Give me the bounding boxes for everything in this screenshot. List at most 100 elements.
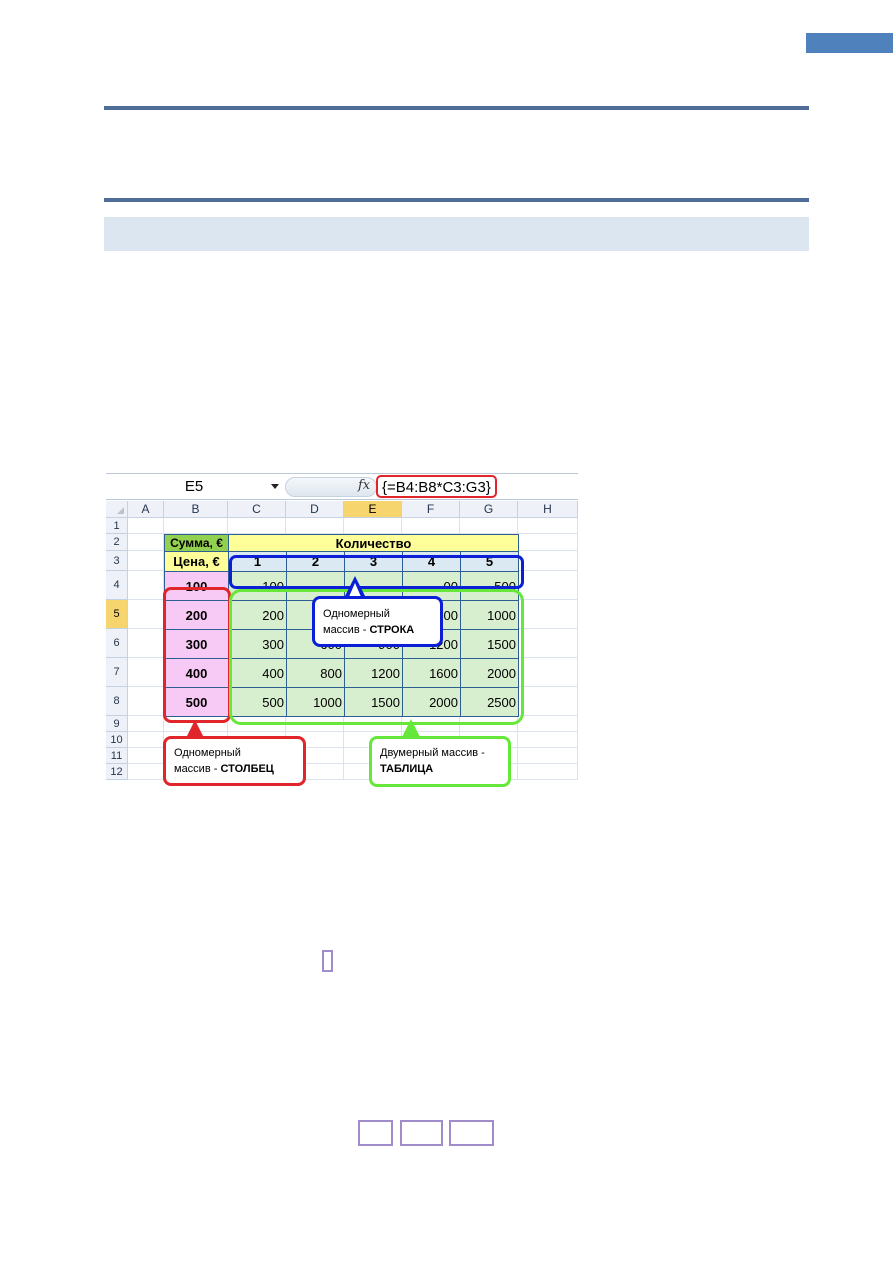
placeholder-box-1 — [358, 1120, 393, 1146]
row-callout-pointer-fill — [348, 583, 362, 599]
grid-cell[interactable] — [128, 732, 164, 748]
grid-cell[interactable] — [344, 518, 402, 534]
grid-cell[interactable] — [128, 551, 164, 571]
grid-cell[interactable] — [128, 716, 164, 732]
grid-cell[interactable] — [128, 764, 164, 780]
column-header-d[interactable]: D — [286, 501, 344, 518]
grid-cell[interactable] — [128, 748, 164, 764]
name-box[interactable]: E5 — [184, 478, 204, 495]
row-array-callout: Одномерный массив - СТРОКА — [312, 596, 443, 647]
grid-cell[interactable] — [286, 764, 344, 780]
column-header-g[interactable]: G — [460, 501, 518, 518]
row-header-8[interactable]: 8 — [106, 687, 128, 716]
row-header-6[interactable]: 6 — [106, 629, 128, 658]
grid-cell[interactable] — [518, 600, 578, 629]
result-cell[interactable]: 1500 — [344, 687, 403, 717]
grid-cell[interactable] — [128, 571, 164, 600]
bottom-rule — [104, 198, 809, 202]
column-header-a[interactable]: A — [128, 501, 164, 518]
grid-cell[interactable] — [402, 518, 460, 534]
row-header-3[interactable]: 3 — [106, 551, 128, 571]
formula-input[interactable]: {=B4:B8*C3:G3} — [376, 475, 497, 498]
table-callout-line1: Двумерный массив - — [380, 747, 485, 759]
price-cell[interactable]: 400 — [164, 658, 229, 688]
result-cell[interactable]: 400 — [228, 658, 287, 688]
grid-cell[interactable] — [518, 629, 578, 658]
result-cell[interactable]: 1200 — [344, 658, 403, 688]
row-header-9[interactable]: 9 — [106, 716, 128, 732]
result-cell[interactable]: 1500 — [460, 629, 519, 659]
grid-cell[interactable] — [128, 600, 164, 629]
result-cell[interactable]: 500 — [228, 687, 287, 717]
row-header-12[interactable]: 12 — [106, 764, 128, 780]
row-callout-line1: Одномерный — [323, 608, 390, 620]
table-callout-line2: ТАБЛИЦА — [380, 763, 434, 775]
grid-cell[interactable] — [518, 748, 578, 764]
result-cell[interactable]: 2500 — [460, 687, 519, 717]
grid-cell[interactable] — [518, 732, 578, 748]
grid-cell[interactable] — [518, 658, 578, 687]
row-callout-line2: массив - СТРОКА — [323, 624, 415, 636]
row-header-2[interactable]: 2 — [106, 534, 128, 551]
column-header-h[interactable]: H — [518, 501, 578, 518]
row-header-10[interactable]: 10 — [106, 732, 128, 748]
insert-function-icon[interactable]: fx — [358, 478, 371, 493]
table-callout-pointer — [402, 719, 420, 737]
column-array-callout: Одномерный массив - СТОЛБЕЦ — [163, 736, 306, 786]
row-header-11[interactable]: 11 — [106, 748, 128, 764]
table-array-highlight — [229, 589, 524, 725]
grid-cell[interactable] — [286, 518, 344, 534]
column-header-f[interactable]: F — [402, 501, 460, 518]
grid-cell[interactable] — [286, 732, 344, 748]
column-callout-pointer — [186, 720, 204, 738]
result-cell[interactable]: 300 — [228, 629, 287, 659]
placeholder-box-3 — [449, 1120, 494, 1146]
grid-cell[interactable] — [518, 571, 578, 600]
result-cell[interactable]: 1000 — [286, 687, 345, 717]
column-array-highlight — [163, 587, 231, 723]
grid-cell[interactable] — [164, 518, 228, 534]
column-header-b[interactable]: B — [164, 501, 228, 518]
grid-cell[interactable] — [128, 687, 164, 716]
top-rule — [104, 106, 809, 110]
grid-cell[interactable] — [518, 534, 578, 551]
grid-cell[interactable] — [128, 534, 164, 551]
column-callout-line2: массив - СТОЛБЕЦ — [174, 763, 274, 775]
name-box-dropdown-icon[interactable] — [271, 484, 279, 489]
row-array-highlight — [229, 555, 524, 589]
select-all-corner[interactable] — [106, 501, 128, 518]
grid-cell[interactable] — [286, 748, 344, 764]
price-cell[interactable]: 200 — [164, 600, 229, 630]
placeholder-box-2 — [400, 1120, 443, 1146]
grid-cell[interactable] — [128, 629, 164, 658]
grid-cell[interactable] — [128, 518, 164, 534]
grid-cell[interactable] — [460, 716, 518, 732]
grid-cell[interactable] — [460, 518, 518, 534]
grid-cell[interactable] — [518, 716, 578, 732]
column-header-c[interactable]: C — [228, 501, 286, 518]
row-header-5[interactable]: 5 — [106, 600, 128, 629]
column-header-e[interactable]: E — [344, 501, 402, 518]
price-cell[interactable]: 100 — [164, 571, 229, 601]
grid-cell[interactable] — [518, 764, 578, 780]
header-tab — [806, 33, 893, 53]
column-callout-line1: Одномерный — [174, 747, 241, 759]
header-quantity-cell[interactable]: Количество — [228, 534, 519, 552]
grid-cell[interactable] — [518, 551, 578, 571]
result-cell[interactable]: 200 — [228, 600, 287, 630]
row-header-4[interactable]: 4 — [106, 571, 128, 600]
header-sum-cell[interactable]: Сумма, € — [164, 534, 229, 552]
formula-bar: E5 fx {=B4:B8*C3:G3} — [106, 473, 578, 500]
grid-cell[interactable] — [128, 658, 164, 687]
grid-cell[interactable] — [518, 687, 578, 716]
table-array-callout: Двумерный массив - ТАБЛИЦА — [369, 736, 511, 787]
result-cell[interactable]: 1000 — [460, 600, 519, 630]
row-header-7[interactable]: 7 — [106, 658, 128, 687]
header-price-cell[interactable]: Цена, € — [164, 551, 229, 572]
placeholder-glyph — [322, 950, 333, 972]
grid-cell[interactable] — [518, 518, 578, 534]
row-header-1[interactable]: 1 — [106, 518, 128, 534]
section-band — [104, 217, 809, 251]
grid-cell[interactable] — [228, 518, 286, 534]
